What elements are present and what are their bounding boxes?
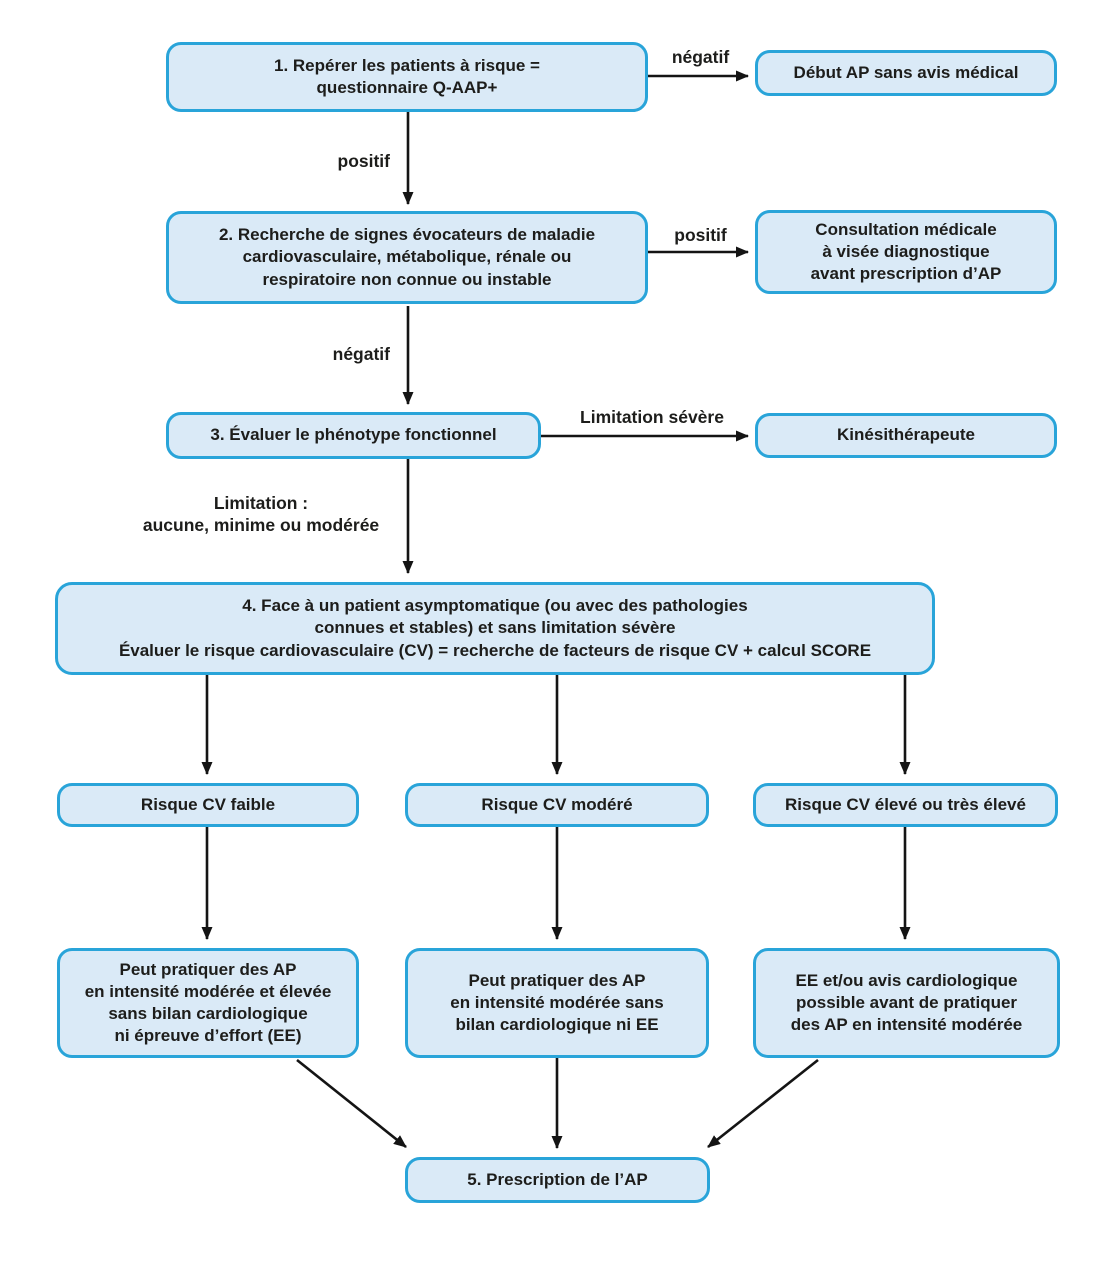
- node-consultation: Consultation médicale à visée diagnostiq…: [755, 210, 1057, 294]
- node-ap-modere: Peut pratiquer des AP en intensité modér…: [405, 948, 709, 1058]
- node-ap-eleve: EE et/ou avis cardiologique possible ava…: [753, 948, 1060, 1058]
- node-debut-ap: Début AP sans avis médical: [755, 50, 1057, 96]
- arrow-ap-eleve-to-step5: [707, 1058, 819, 1149]
- node-risque-faible: Risque CV faible: [57, 783, 359, 827]
- node-step5: 5. Prescription de l’AP: [405, 1157, 710, 1203]
- node-risque-eleve: Risque CV élevé ou très élevé: [753, 783, 1058, 827]
- edge-label-limitation-autre: Limitation : aucune, minime ou modérée: [142, 493, 380, 536]
- node-kinesitherapeute: Kinésithérapeute: [755, 413, 1057, 458]
- edge-label-positif-2: positif: [674, 225, 727, 245]
- node-step4: 4. Face à un patient asymptomatique (ou …: [55, 582, 935, 675]
- edge-label-negatif-1: négatif: [671, 47, 730, 67]
- node-risque-modere: Risque CV modéré: [405, 783, 709, 827]
- node-step2: 2. Recherche de signes évocateurs de mal…: [166, 211, 648, 304]
- node-ap-faible: Peut pratiquer des AP en intensité modér…: [57, 948, 359, 1058]
- edge-label-limitation-severe: Limitation sévère: [580, 407, 724, 427]
- arrow-ap-faible-to-step5: [296, 1058, 407, 1149]
- node-step1: 1. Repérer les patients à risque = quest…: [166, 42, 648, 112]
- node-step3: 3. Évaluer le phénotype fonctionnel: [166, 412, 541, 459]
- edge-label-positif-1: positif: [337, 151, 391, 171]
- edge-label-negatif-2: négatif: [332, 344, 390, 364]
